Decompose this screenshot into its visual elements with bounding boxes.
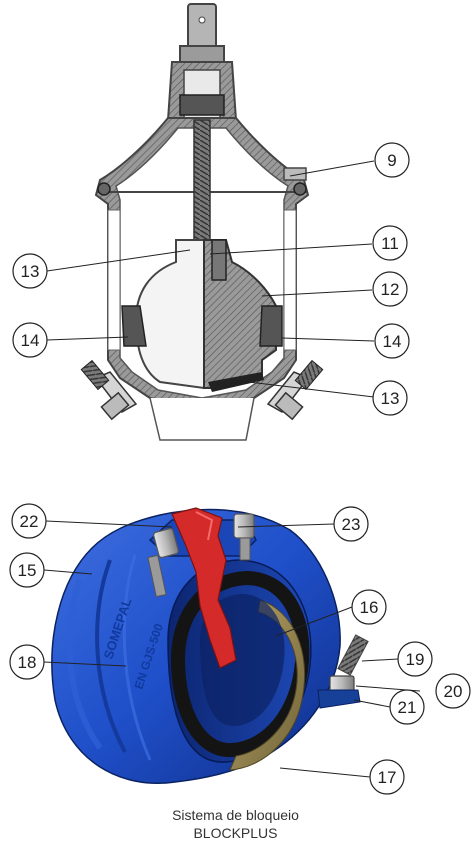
svg-text:22: 22 [20,512,39,531]
gate-valve-section [80,3,324,441]
side-washer [317,689,361,709]
svg-text:18: 18 [18,653,37,672]
blockplus-coupling: SOMEPAL EN GJS-500 [51,507,369,784]
svg-text:21: 21 [398,698,417,717]
body-bolt-left [97,182,111,196]
callout-23: 23 [333,506,369,542]
side-bolt-right [266,359,324,421]
callout-13-left: 13 [12,253,48,289]
svg-text:13: 13 [21,262,40,281]
locking-bolt-right [233,513,255,561]
wedge-rubber-bottom [208,372,264,392]
callout-9: 9 [374,142,410,178]
callout-11: 11 [372,225,408,261]
spindle-head [187,3,217,49]
wedge-nut [211,239,227,281]
svg-text:14: 14 [21,331,40,350]
seat-right [259,305,283,347]
svg-text:11: 11 [381,234,399,253]
gasket-brown [229,599,306,771]
callout-16: 16 [351,589,387,625]
locking-bolt-left [147,527,179,598]
callout-15: 15 [9,552,45,588]
callout-20: 20 [435,673,471,709]
svg-text:14: 14 [383,332,402,351]
callout-18: 18 [9,644,45,680]
callout-14-right: 14 [374,323,410,359]
top-leader-lines [46,160,375,398]
side-bolt-left [80,359,138,421]
callout-12: 12 [372,271,408,307]
bottom-leader-lines [43,520,421,778]
callout-17: 17 [369,759,405,795]
caption-line-2: BLOCKPLUS [193,825,278,841]
svg-text:17: 17 [378,768,397,787]
callout-21: 21 [389,689,425,725]
svg-text:12: 12 [381,280,400,299]
seat-left [121,305,147,347]
callout-13-right: 13 [372,380,408,416]
svg-text:9: 9 [387,151,396,170]
locking-lever [171,507,237,669]
svg-text:15: 15 [18,561,37,580]
callout-22: 22 [11,503,47,539]
caption: Sistema de bloqueio BLOCKPLUS [0,806,471,842]
callout-14-left: 14 [12,322,48,358]
body-bolt-right [293,182,307,196]
svg-text:19: 19 [406,650,425,669]
caption-line-1: Sistema de bloqueio [172,807,299,823]
svg-text:20: 20 [444,682,463,701]
callout-19: 19 [397,641,433,677]
svg-text:16: 16 [360,598,379,617]
side-stud [337,634,369,676]
svg-text:13: 13 [381,389,400,408]
svg-text:23: 23 [342,515,361,534]
